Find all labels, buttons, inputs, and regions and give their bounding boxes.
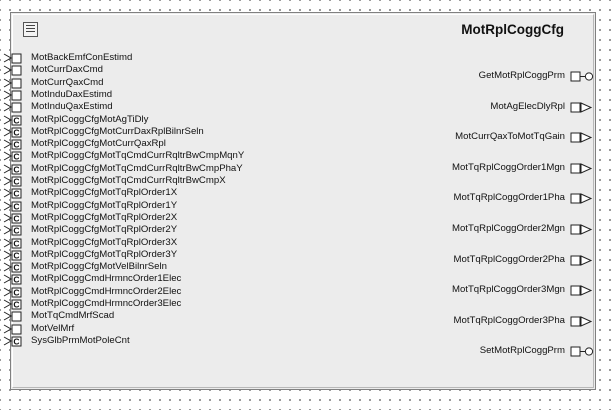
input-port-label: MotRplCoggCfgMotTqRplOrder1Y	[31, 200, 178, 211]
input-port-label: MotRplCoggCfgMotAgTiDly	[31, 114, 149, 125]
output-port-label: MotAgElecDlyRpl	[490, 101, 565, 112]
input-port-label: MotBackEmfConEstimd	[31, 52, 133, 63]
input-port-12[interactable]: C	[3, 188, 22, 199]
output-port-4[interactable]	[570, 163, 593, 174]
input-port-label: MotRplCoggCmdHrmncOrder1Elec	[31, 273, 182, 284]
input-port-14[interactable]: C	[3, 213, 22, 224]
input-port-label: SysGlbPrmMotPoleCnt	[31, 335, 130, 346]
input-port-3[interactable]	[3, 78, 22, 89]
input-port-24[interactable]: C	[3, 336, 22, 347]
input-port-label: MotRplCoggCfgMotTqRplOrder3X	[31, 237, 178, 248]
input-port-label: MotRplCoggCfgMotTqRplOrder3Y	[31, 249, 178, 260]
calibration-letter: C	[13, 116, 19, 126]
output-port-label: MotTqRplCoggOrder2Pha	[453, 254, 565, 265]
input-port-label: MotTqCmdMrfScad	[31, 310, 115, 321]
input-port-label: MotRplCoggCfgMotTqRplOrder2Y	[31, 224, 178, 235]
calibration-letter: C	[13, 300, 19, 310]
output-port-label: MotTqRplCoggOrder1Mgn	[451, 162, 565, 173]
input-port-7[interactable]: C	[3, 127, 22, 138]
output-port-1[interactable]	[570, 71, 594, 82]
input-port-19[interactable]: C	[3, 274, 22, 285]
input-port-label: MotRplCoggCmdHrmncOrder2Elec	[31, 286, 182, 297]
input-port-label: MotVelMrf	[31, 323, 75, 334]
output-port-3[interactable]	[570, 132, 593, 143]
output-port-10[interactable]	[570, 346, 594, 357]
input-port-16[interactable]: C	[3, 238, 22, 249]
calibration-letter: C	[13, 177, 19, 187]
output-port-label: MotTqRplCoggOrder2Mgn	[451, 223, 565, 234]
input-port-2[interactable]	[3, 65, 22, 76]
input-port-label: MotRplCoggCfgMotTqCmdCurrRqltrBwCmpX	[31, 175, 226, 186]
output-port-label: MotTqRplCoggOrder3Mgn	[451, 284, 565, 295]
block-title: MotRplCoggCfg	[461, 22, 564, 37]
input-port-label: MotRplCoggCfgMotCurrQaxRpl	[31, 138, 166, 149]
output-port-label: MotTqRplCoggOrder1Pha	[453, 192, 565, 203]
input-port-10[interactable]: C	[3, 164, 22, 175]
input-port-17[interactable]: C	[3, 250, 22, 261]
output-port-label: MotTqRplCoggOrder3Pha	[453, 315, 565, 326]
output-port-6[interactable]	[570, 224, 593, 235]
input-port-label: MotRplCoggCmdHrmncOrder3Elec	[31, 298, 182, 309]
calibration-letter: C	[13, 140, 19, 150]
output-port-label: GetMotRplCoggPrm	[478, 70, 565, 81]
output-port-8[interactable]	[570, 285, 593, 296]
input-port-21[interactable]: C	[3, 299, 22, 310]
calibration-letter: C	[13, 337, 19, 347]
input-port-label: MotInduDaxEstimd	[31, 89, 113, 100]
calibration-letter: C	[13, 275, 19, 285]
output-port-9[interactable]	[570, 316, 593, 327]
input-port-label: MotCurrDaxCmd	[31, 64, 103, 75]
calibration-letter: C	[13, 288, 19, 298]
calibration-letter: C	[13, 152, 19, 162]
input-port-23[interactable]	[3, 324, 22, 335]
output-port-5[interactable]	[570, 193, 593, 204]
input-port-label: MotCurrQaxCmd	[31, 77, 104, 88]
calibration-letter: C	[13, 239, 19, 249]
input-port-label: MotRplCoggCfgMotCurrDaxRplBilnrSeln	[31, 126, 204, 137]
calibration-letter: C	[13, 251, 19, 261]
calibration-letter: C	[13, 165, 19, 175]
calibration-letter: C	[13, 189, 19, 199]
input-port-label: MotRplCoggCfgMotTqRplOrder2X	[31, 212, 178, 223]
calibration-letter: C	[13, 128, 19, 138]
input-port-13[interactable]: C	[3, 201, 22, 212]
input-port-20[interactable]: C	[3, 287, 22, 298]
input-port-22[interactable]	[3, 311, 22, 322]
input-port-label: MotRplCoggCfgMotTqCmdCurrRqltrBwCmpMqnY	[31, 150, 245, 161]
input-port-5[interactable]	[3, 102, 22, 113]
input-port-6[interactable]: C	[3, 115, 22, 126]
input-port-label: MotRplCoggCfgMotTqCmdCurrRqltrBwCmpPhaY	[31, 163, 243, 174]
calibration-letter: C	[13, 263, 19, 273]
input-port-label: MotInduQaxEstimd	[31, 101, 113, 112]
input-port-9[interactable]: C	[3, 151, 22, 162]
calibration-letter: C	[13, 226, 19, 236]
calibration-letter: C	[13, 202, 19, 212]
input-port-18[interactable]: C	[3, 262, 22, 273]
input-port-4[interactable]	[3, 90, 22, 101]
output-port-label: MotCurrQaxToMotTqGain	[455, 131, 565, 142]
calibration-letter: C	[13, 214, 19, 224]
input-port-1[interactable]	[3, 53, 22, 64]
output-port-7[interactable]	[570, 255, 593, 266]
input-port-label: MotRplCoggCfgMotTqRplOrder1X	[31, 187, 178, 198]
input-port-11[interactable]: C	[3, 176, 22, 187]
input-port-label: MotRplCoggCfgMotVelBilnrSeln	[31, 261, 167, 272]
component-icon	[23, 22, 38, 37]
output-port-2[interactable]	[570, 102, 593, 113]
input-port-15[interactable]: C	[3, 225, 22, 236]
input-port-8[interactable]: C	[3, 139, 22, 150]
output-port-label: SetMotRplCoggPrm	[479, 345, 565, 356]
